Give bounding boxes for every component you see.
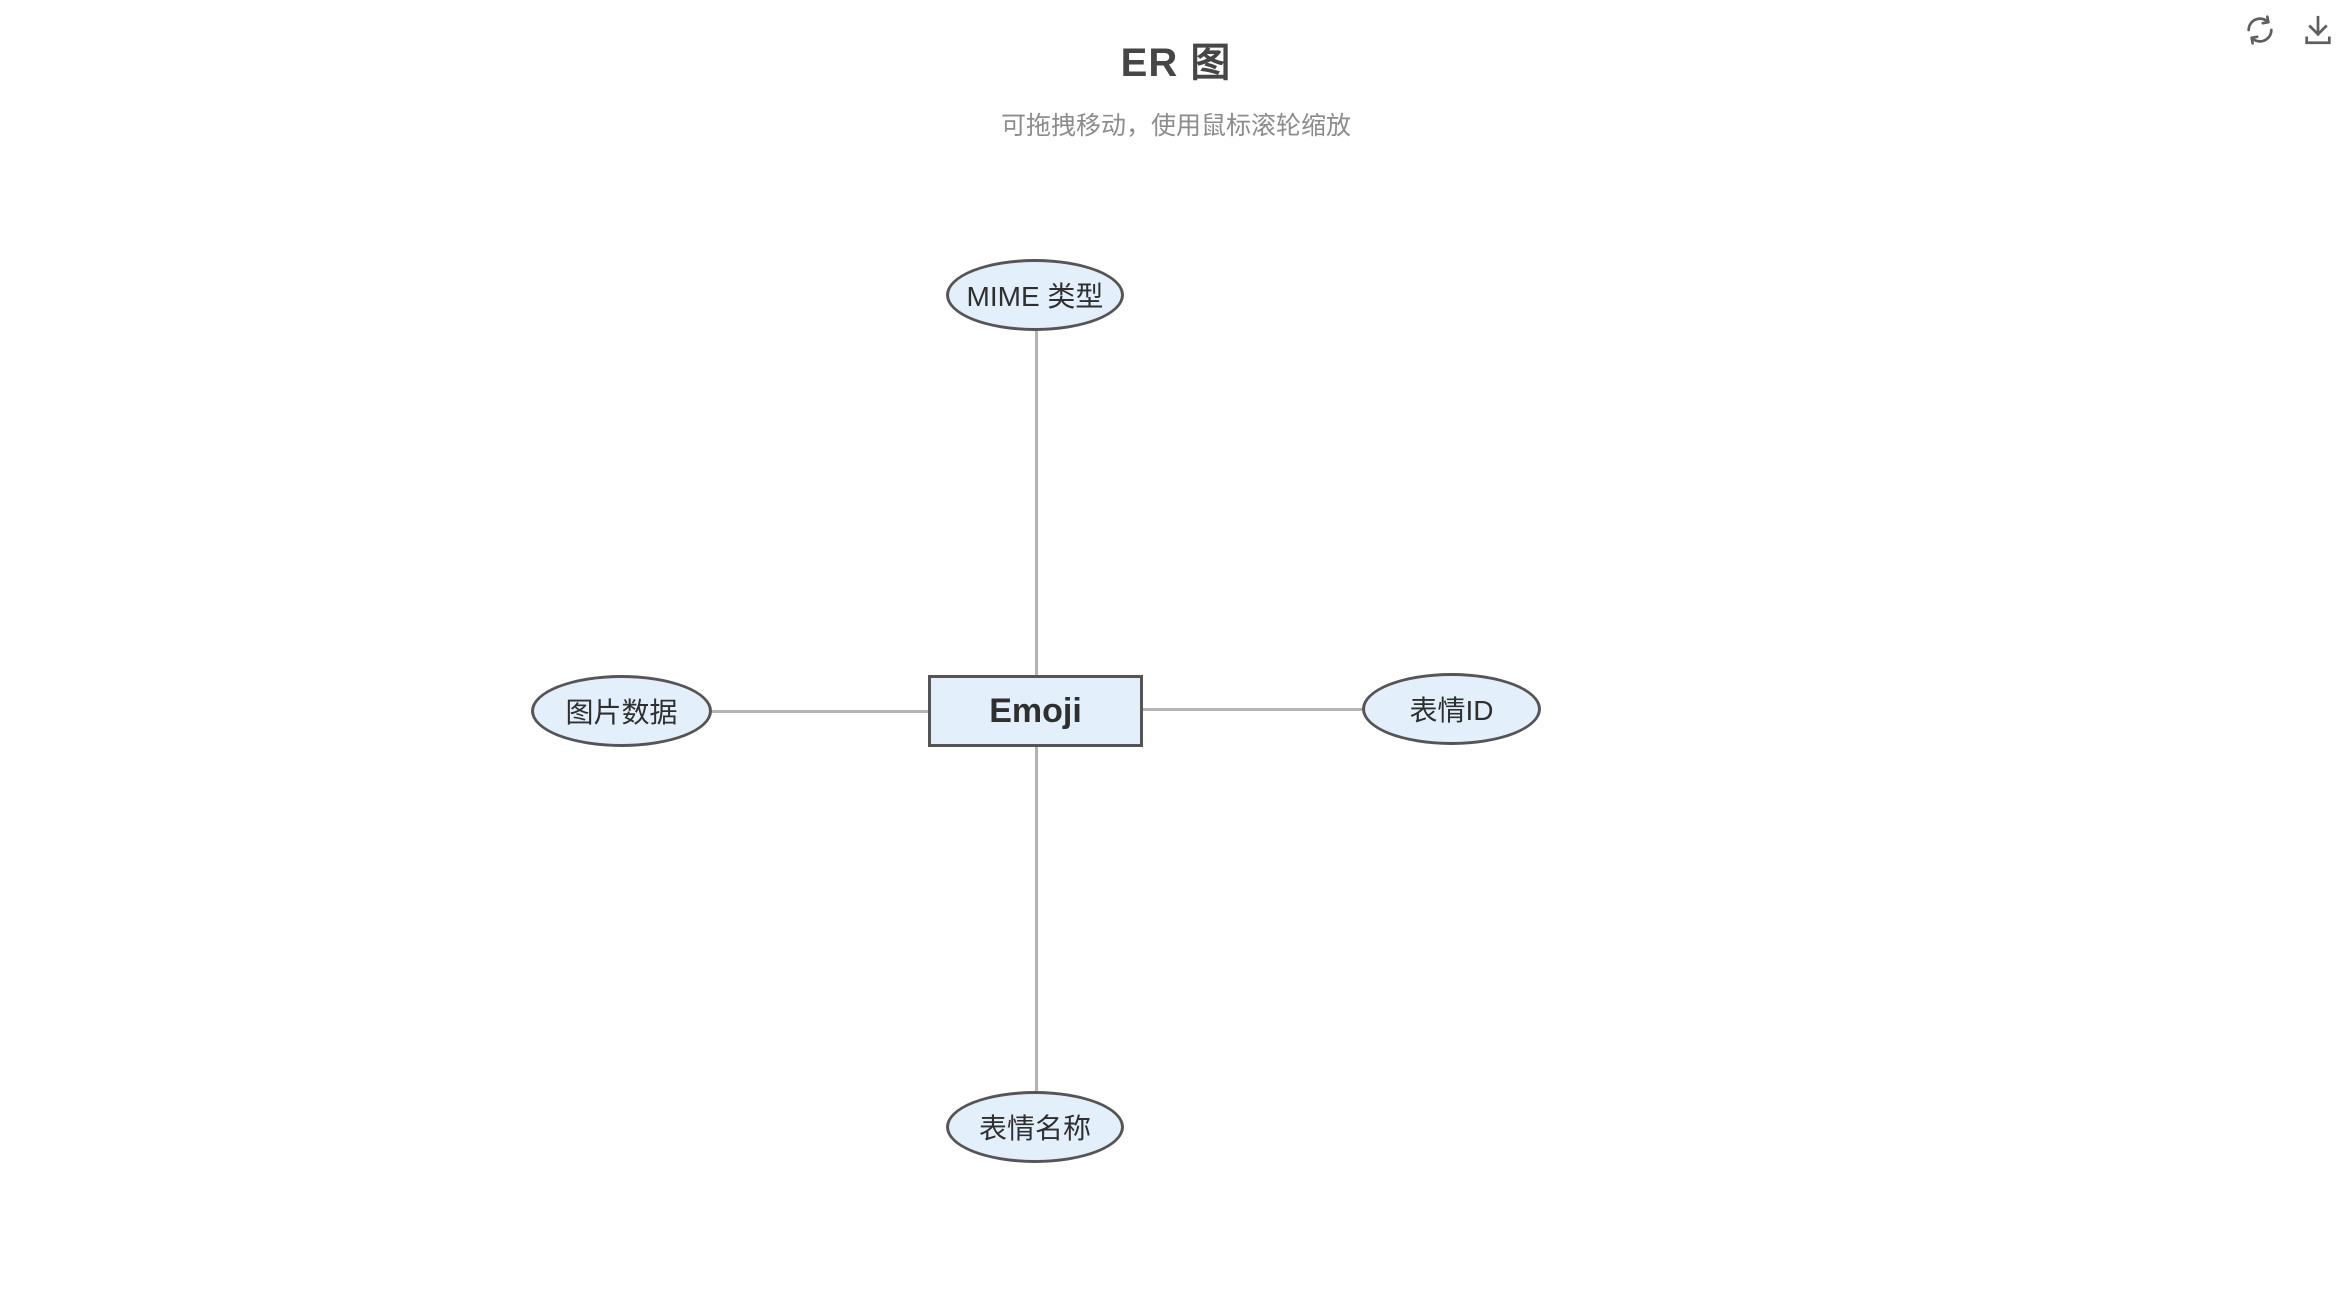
download-icon (2301, 13, 2335, 47)
toolbar (2242, 12, 2336, 48)
attribute-node-emoji-id[interactable]: 表情ID (1362, 673, 1541, 745)
attribute-label: 图片数据 (565, 697, 678, 728)
entity-label: Emoji (989, 691, 1082, 730)
refresh-icon (2243, 13, 2277, 47)
attribute-label: 表情名称 (978, 1113, 1091, 1144)
connector-entity-top (1035, 331, 1038, 675)
attribute-label: 表情ID (1409, 695, 1494, 726)
entity-node-emoji[interactable]: Emoji (928, 675, 1143, 747)
connector-entity-bottom (1035, 747, 1038, 1091)
attribute-label: MIME 类型 (966, 281, 1104, 312)
refresh-button[interactable] (2242, 12, 2278, 48)
connector-entity-left (712, 710, 928, 713)
connector-entity-right (1143, 708, 1362, 711)
attribute-node-mime-type[interactable]: MIME 类型 (946, 259, 1124, 331)
attribute-node-emoji-name[interactable]: 表情名称 (946, 1091, 1124, 1163)
attribute-node-image-data[interactable]: 图片数据 (531, 675, 712, 747)
download-button[interactable] (2300, 12, 2336, 48)
